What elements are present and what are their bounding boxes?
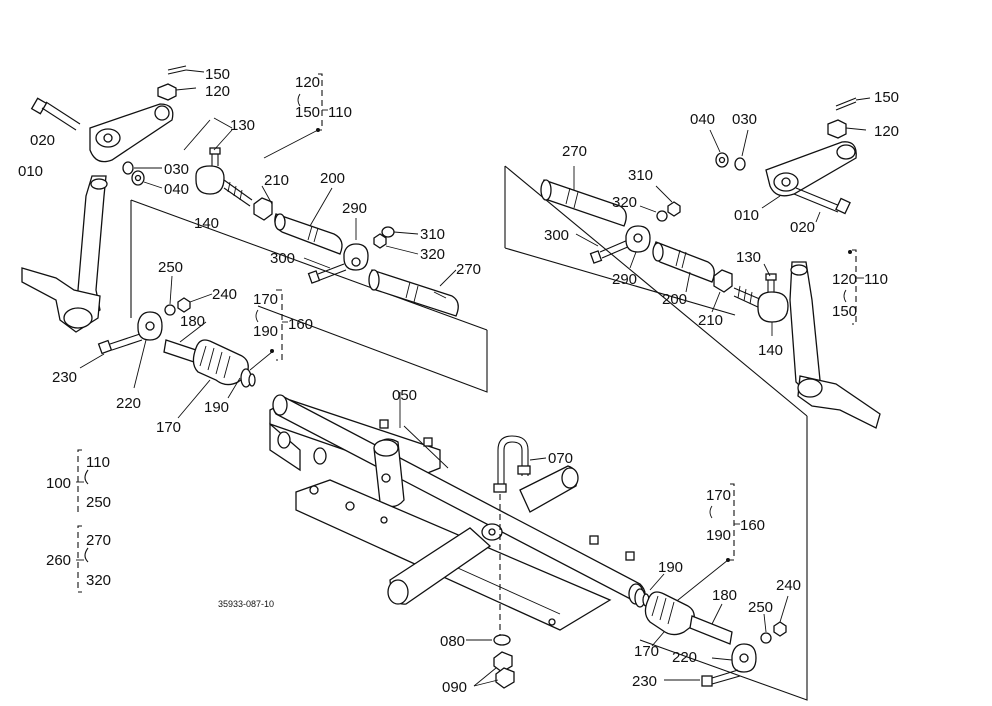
- label-030-left: 030: [164, 161, 189, 178]
- label-040-left: 040: [164, 181, 189, 198]
- right-steering-knuckle: [761, 141, 881, 429]
- label-150-bracket-left: 150: [295, 104, 320, 121]
- label-320-right: 320: [612, 194, 637, 211]
- label-100-legend: 100: [46, 475, 71, 492]
- label-230-right: 230: [632, 673, 657, 690]
- left-clamp-assembly: [303, 218, 419, 284]
- right-inner-rod-end: [634, 559, 789, 687]
- label-190-bracket-left: 190: [253, 323, 278, 340]
- label-050: 050: [392, 387, 417, 404]
- label-290-left: 290: [342, 200, 367, 217]
- label-220-right: 220: [672, 649, 697, 666]
- label-030-right: 030: [732, 111, 757, 128]
- front-axle-beam: [269, 392, 646, 631]
- label-010-right: 010: [734, 207, 759, 224]
- legend-leaders: [76, 93, 864, 561]
- label-140-left: 140: [194, 215, 219, 232]
- right-clamp-assembly: [575, 225, 651, 269]
- right-tie-rod-tube: [540, 166, 627, 227]
- label-250-right: 250: [748, 599, 773, 616]
- label-110-legend: 110: [86, 454, 110, 471]
- label-290-right: 290: [612, 271, 637, 288]
- label-200-right: 200: [662, 291, 687, 308]
- drawing-code: 35933-087-10: [218, 599, 274, 609]
- label-260-legend: 260: [46, 552, 71, 569]
- label-310-right: 310: [628, 167, 653, 184]
- right-castle-nut: [827, 97, 871, 139]
- label-130-right: 130: [736, 249, 761, 266]
- label-310-left: 310: [420, 226, 445, 243]
- label-180-right: 180: [712, 587, 737, 604]
- label-130-left: 130: [230, 117, 255, 134]
- label-010-left: 010: [18, 163, 43, 180]
- label-120-bracket-right: 120: [832, 271, 857, 288]
- legend-brackets: [77, 73, 857, 593]
- label-080: 080: [440, 633, 465, 650]
- label-160-bracket-left: 160: [288, 316, 313, 333]
- label-170-right: 170: [634, 643, 659, 660]
- label-320-legend: 320: [86, 572, 111, 589]
- left-washers: [122, 161, 163, 189]
- u-bolt-nuts: [466, 634, 515, 689]
- right-clamp-nut: [639, 185, 681, 222]
- label-180-left: 180: [180, 313, 205, 330]
- right-locknut: [711, 269, 733, 313]
- label-110-bracket-right: 110: [864, 271, 888, 288]
- label-270-right: 270: [562, 143, 587, 160]
- label-170-bracket-left: 170: [253, 291, 278, 308]
- left-castle-nut: [157, 65, 205, 101]
- left-tie-rod-sleeve: [274, 187, 343, 255]
- label-170-left: 170: [156, 419, 181, 436]
- left-steering-knuckle: [21, 97, 174, 333]
- right-tie-rod-sleeve: [652, 241, 715, 293]
- label-200-left: 200: [320, 170, 345, 187]
- label-110-bracket-left: 110: [328, 104, 352, 121]
- label-040-right: 040: [690, 111, 715, 128]
- left-tie-rod-tube: [368, 269, 459, 317]
- label-300-left: 300: [270, 250, 295, 267]
- label-120-right: 120: [874, 123, 899, 140]
- right-washers: [709, 129, 749, 171]
- label-190-right: 190: [658, 559, 683, 576]
- label-020-left: 020: [30, 132, 55, 149]
- label-150-right: 150: [874, 89, 899, 106]
- label-150-top: 150: [205, 66, 230, 83]
- label-270-legend: 270: [86, 532, 111, 549]
- label-150-bracket-right: 150: [832, 303, 857, 320]
- left-tie-rod-end: [183, 117, 319, 207]
- label-210-right: 210: [698, 312, 723, 329]
- label-190-bracket-right: 190: [706, 527, 731, 544]
- label-120-top: 120: [205, 83, 230, 100]
- u-bolt: [493, 435, 547, 640]
- label-250-legend: 250: [86, 494, 111, 511]
- label-250-left: 250: [158, 259, 183, 276]
- label-230-left: 230: [52, 369, 77, 386]
- label-070: 070: [548, 450, 573, 467]
- label-270-left: 270: [456, 261, 481, 278]
- label-140-right: 140: [758, 342, 783, 359]
- label-300-right: 300: [544, 227, 569, 244]
- label-120-bracket-left: 120: [295, 74, 320, 91]
- label-320-left: 320: [420, 246, 445, 263]
- label-210-left: 210: [264, 172, 289, 189]
- label-190-left: 190: [204, 399, 229, 416]
- label-020-right: 020: [790, 219, 815, 236]
- label-240-right: 240: [776, 577, 801, 594]
- callout-labels: 150 120 020 010 130 030 040 140 120 150 …: [18, 66, 899, 696]
- label-170-bracket-right: 170: [706, 487, 731, 504]
- left-locknut: [253, 185, 273, 221]
- label-090: 090: [442, 679, 467, 696]
- assembly-guide-lines: [130, 165, 808, 701]
- label-220-left: 220: [116, 395, 141, 412]
- label-240-left: 240: [212, 286, 237, 303]
- right-tie-rod-end: [733, 263, 789, 336]
- label-160-bracket-right: 160: [740, 517, 765, 534]
- left-inner-rod-end: [79, 275, 274, 419]
